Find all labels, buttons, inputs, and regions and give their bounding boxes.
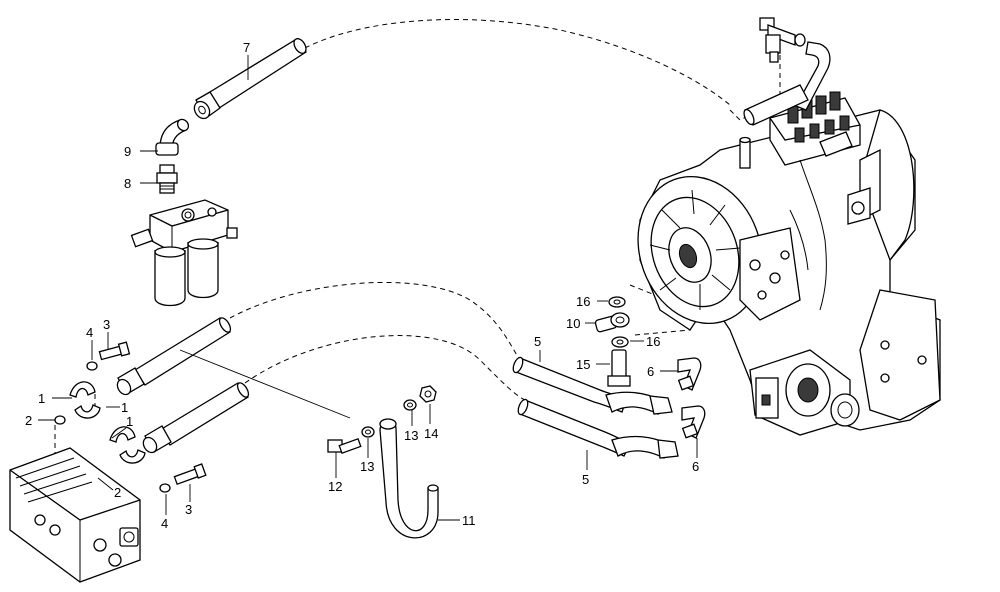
bolt-12	[327, 437, 362, 455]
callout-4: 4	[161, 516, 168, 531]
washer-16-upper	[608, 296, 626, 308]
fitting-6-upper	[677, 357, 702, 391]
oil-cooler	[9, 447, 141, 583]
callout-1: 1	[126, 414, 133, 429]
callout-6: 6	[692, 459, 699, 474]
washer-13-right	[403, 399, 417, 411]
callout-5: 5	[534, 334, 541, 349]
adapter-fitting-8	[156, 164, 178, 194]
callout-12: 12	[328, 479, 342, 494]
flange-ribs	[649, 189, 741, 310]
bolt-3-upper	[98, 341, 131, 361]
washer-16-lower	[611, 336, 629, 348]
callout-16: 16	[646, 334, 660, 349]
filter-assembly	[130, 199, 238, 307]
callout-16: 16	[576, 294, 590, 309]
leader-lines	[38, 55, 698, 521]
tube-11	[379, 418, 439, 539]
callout-labels: 7 9 8 4 3 1 2 1 1 2 4 3 16 10 16 5 15 6 …	[25, 40, 699, 531]
pipe-top-right	[743, 41, 831, 126]
cooler-hose-upper	[116, 317, 232, 396]
callout-13: 13	[404, 428, 418, 443]
callout-1: 1	[121, 400, 128, 415]
callout-11: 11	[462, 513, 476, 528]
callout-3: 3	[185, 502, 192, 517]
transmission-housing	[637, 91, 941, 436]
cooler-hose-lower	[142, 382, 250, 454]
washer-13-left	[361, 426, 375, 438]
callout-2: 2	[114, 485, 121, 500]
hose-5-lower	[517, 398, 679, 459]
callout-8: 8	[124, 176, 131, 191]
callout-7: 7	[243, 40, 250, 55]
nut-14	[419, 385, 437, 403]
banjo-bolt-15	[607, 349, 631, 387]
callout-10: 10	[566, 316, 580, 331]
bolt-3-lower	[173, 463, 207, 486]
callout-1: 1	[38, 391, 45, 406]
callout-2: 2	[25, 413, 32, 428]
clamps-and-fasteners	[54, 341, 207, 493]
callout-4: 4	[86, 325, 93, 340]
fitting-6-lower	[681, 405, 706, 439]
callout-14: 14	[424, 426, 438, 441]
elbow-fitting-9	[155, 118, 190, 156]
banjo-10	[594, 312, 630, 333]
callout-13: 13	[360, 459, 374, 474]
tee-fitting-top	[759, 17, 806, 63]
callout-3: 3	[103, 317, 110, 332]
hose-7	[193, 38, 307, 120]
callout-6: 6	[647, 364, 654, 379]
callout-15: 15	[576, 357, 590, 372]
callout-9: 9	[124, 144, 131, 159]
hose-5-upper	[512, 356, 673, 415]
callout-5: 5	[582, 472, 589, 487]
